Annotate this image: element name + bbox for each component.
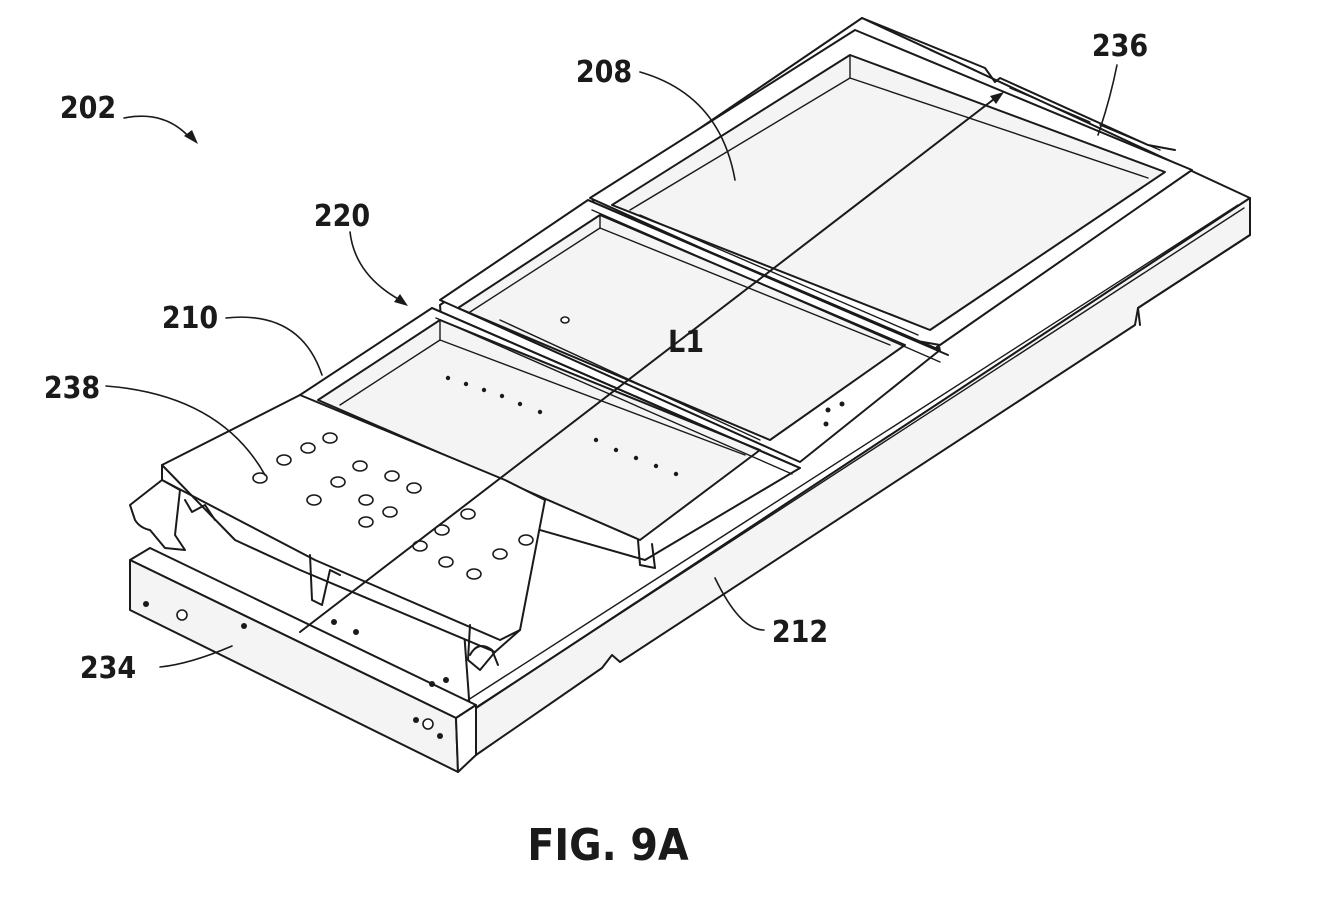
label-l1: L1 (668, 325, 704, 360)
leader-220 (350, 232, 400, 300)
arrowhead-220-icon (394, 294, 408, 306)
label-210: 210 (162, 301, 218, 336)
label-236: 236 (1092, 29, 1148, 64)
figure-caption: FIG. 9A (527, 820, 689, 871)
leader-236 (1098, 65, 1117, 135)
label-220: 220 (314, 199, 370, 234)
leader-210 (226, 317, 322, 375)
label-208: 208 (576, 55, 632, 90)
label-202: 202 (60, 91, 116, 126)
leader-202 (124, 116, 190, 138)
label-212: 212 (772, 615, 828, 650)
label-238: 238 (44, 371, 100, 406)
arrowhead-202-icon (184, 130, 198, 144)
label-234: 234 (80, 651, 136, 686)
